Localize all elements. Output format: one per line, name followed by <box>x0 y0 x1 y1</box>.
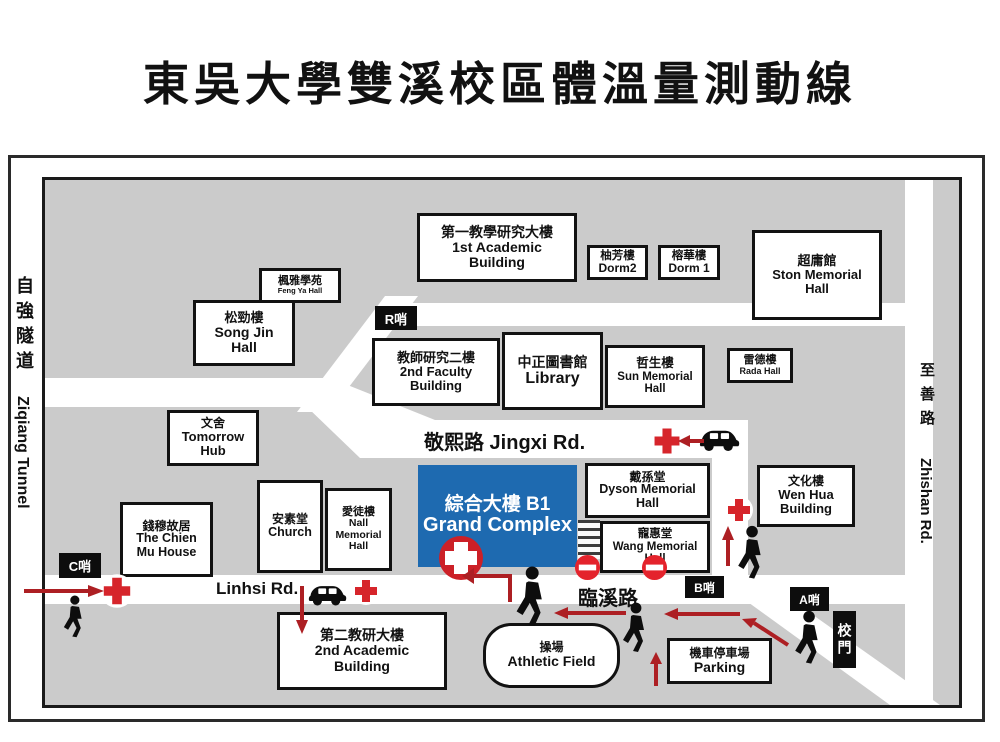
pedestrian-icon <box>738 525 761 579</box>
route-arrow <box>742 618 790 647</box>
route-arrow <box>462 568 512 602</box>
checkpoint-c-post: C哨 <box>59 553 101 578</box>
ziqiang-tunnel-label-en: Ziqiang Tunnel <box>14 396 31 509</box>
route-arrow <box>24 585 104 597</box>
linhsi-road-label-zh: 臨溪路 <box>578 588 638 610</box>
building-first-academic: 第一教學研究大樓 1st Academic Building <box>417 213 577 282</box>
route-arrow <box>678 435 704 447</box>
building-dorm1: 榕華樓 Dorm 1 <box>658 245 720 280</box>
no-entry-icon <box>574 554 601 581</box>
building-sun-memorial: 哲生樓 Sun Memorial Hall <box>605 345 705 408</box>
page-title: 東吳大學雙溪校區體溫量測動線 <box>143 57 857 111</box>
building-dorm2: 柚芳樓 Dorm2 <box>587 245 648 280</box>
checkpoint-b-post: B哨 <box>685 576 724 598</box>
route-arrow <box>664 608 740 620</box>
pedestrian-icon <box>516 566 542 626</box>
building-dyson-memorial: 戴孫堂 Dyson Memorial Hall <box>585 463 710 518</box>
medical-checkpoint-icon <box>651 425 683 457</box>
building-second-faculty: 教師研究二樓 2nd Faculty Building <box>372 338 500 406</box>
linhsi-road-label-en: Linhsi Rd. <box>216 579 299 598</box>
jingxi-road-label: 敬熙路 Jingxi Rd. <box>424 432 586 454</box>
medical-checkpoint-icon <box>100 574 134 608</box>
building-church: 安素堂 Church <box>257 480 323 573</box>
building-nall-memorial: 愛徒樓 Nall Memorial Hall <box>325 488 392 571</box>
car-icon <box>308 586 347 606</box>
building-athletic-field: 操場 Athletic Field <box>483 623 620 688</box>
building-library: 中正圖書館 Library <box>502 332 603 410</box>
building-tomorrow-hub: 文舍 Tomorrow Hub <box>167 410 259 466</box>
pedestrian-icon <box>63 595 82 638</box>
checkpoint-a-post: A哨 <box>790 587 829 611</box>
zhishan-rd-label-zh: 至善路 <box>918 362 935 434</box>
school-gate-label: 校門 <box>833 611 856 668</box>
building-chien-mu-house: 錢穆故居 The Chien Mu House <box>120 502 213 577</box>
pedestrian-icon <box>623 602 644 652</box>
building-wen-hua: 文化樓 Wen Hua Building <box>757 465 855 527</box>
building-feng-ya: 楓雅學苑 Feng Ya Hall <box>259 268 341 303</box>
car-icon <box>699 430 740 452</box>
stairs-hatch <box>578 520 600 559</box>
pedestrian-icon <box>795 610 818 664</box>
checkpoint-r-post: R哨 <box>375 306 417 330</box>
route-arrow <box>650 652 662 686</box>
building-rada: 雷德樓 Rada Hall <box>727 348 793 383</box>
building-parking: 機車停車場 Parking <box>667 638 772 684</box>
no-entry-icon <box>641 554 668 581</box>
ziqiang-tunnel-label-zh: 自強隧道 <box>14 276 34 376</box>
medical-checkpoint-icon <box>725 496 753 524</box>
medical-checkpoint-icon <box>352 577 380 605</box>
main-medical-checkpoint-icon <box>439 536 483 580</box>
route-arrow <box>722 526 734 566</box>
route-arrow <box>296 586 308 634</box>
building-ston: 超庸館 Ston Memorial Hall <box>752 230 882 320</box>
building-second-academic: 第二教研大樓 2nd Academic Building <box>277 612 447 690</box>
route-arrow <box>554 607 626 619</box>
zhishan-rd-label-en: Zhishan Rd. <box>917 458 934 544</box>
building-song-jin: 松勁樓 Song Jin Hall <box>193 300 295 366</box>
